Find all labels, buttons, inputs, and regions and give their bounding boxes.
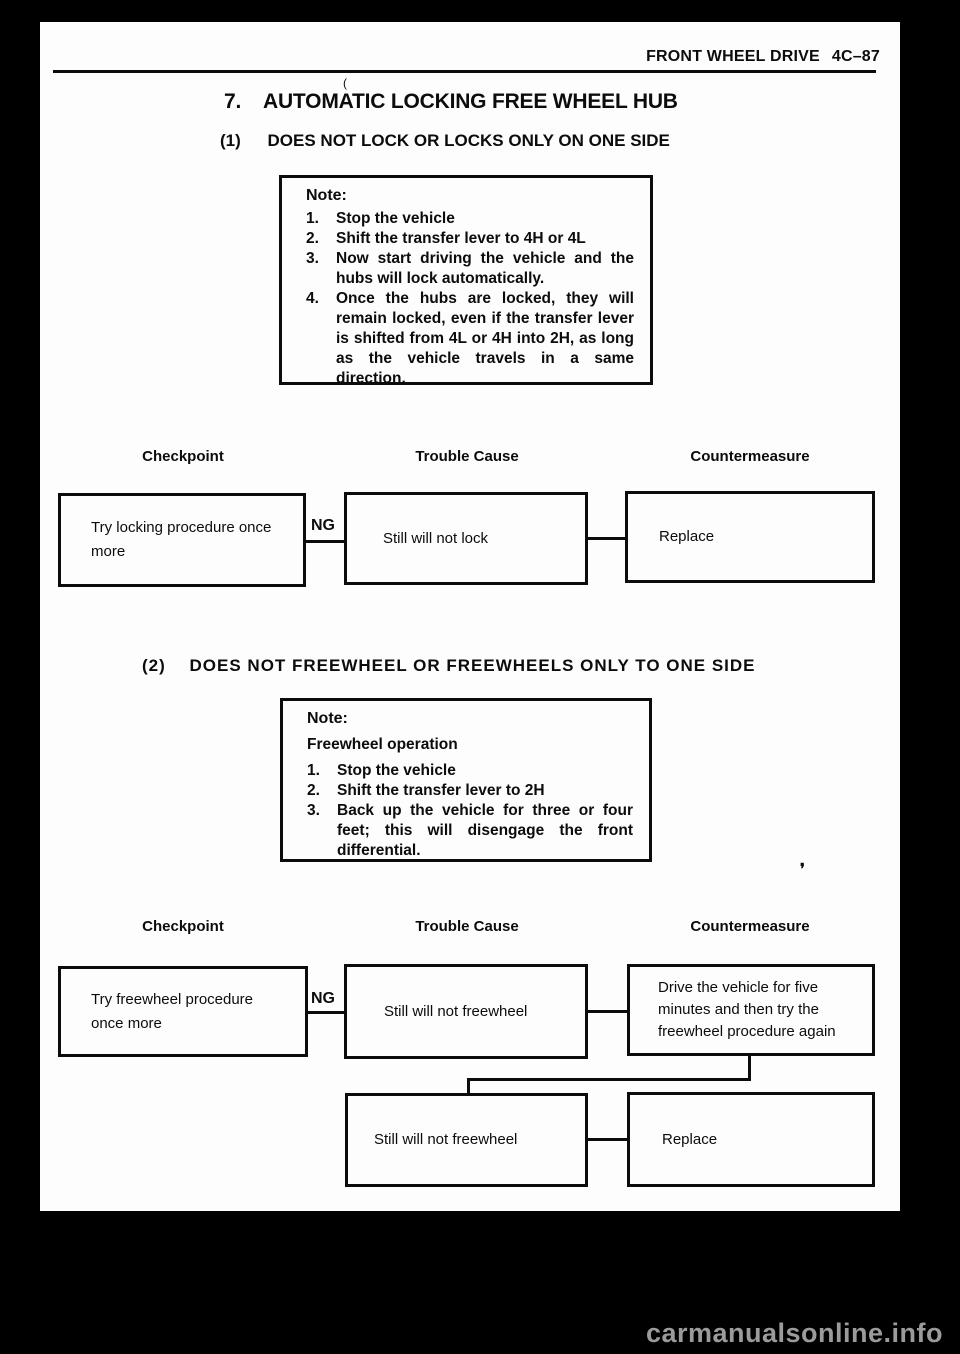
section2-number: (2) [142, 656, 166, 675]
flow1-column-trouble-cause: Trouble Cause [415, 448, 519, 465]
page-title-text: AUTOMATIC LOCKING FREE WHEEL HUB [263, 90, 678, 113]
note1-item-3-number: 3. [306, 250, 319, 267]
note1-item-1: 1. Stop the vehicle [306, 209, 636, 229]
note1-item-4-text: Once the hubs are locked, they will rema… [336, 290, 634, 387]
section2-heading-text: DOES NOT FREEWHEEL OR FREEWHEELS ONLY TO… [189, 656, 756, 675]
flow1-trouble-cause-box: Still will not lock [344, 492, 588, 585]
note2-item-1-number: 1. [307, 762, 320, 779]
flow2-trouble-cause-2-box: Still will not freewheel [345, 1093, 588, 1187]
running-header: FRONT WHEEL DRIVE 4C–87 [646, 48, 880, 66]
note2-item-3: 3. Back up the vehicle for three or four… [307, 801, 635, 861]
flow2-connector-cause-countermeasure [585, 1010, 630, 1013]
note-box-2: Note: Freewheel operation 1. Stop the ve… [280, 698, 652, 862]
flow2-countermeasure-2-box: Replace [627, 1092, 875, 1187]
note2-item-1: 1. Stop the vehicle [307, 761, 635, 781]
note2-item-3-number: 3. [307, 802, 320, 819]
note1-item-1-text: Stop the vehicle [336, 210, 455, 227]
section1-heading-text: DOES NOT LOCK OR LOCKS ONLY ON ONE SIDE [267, 131, 670, 150]
flow2-connector-down-stub [748, 1055, 751, 1081]
section2-heading: (2) DOES NOT FREEWHEEL OR FREEWHEELS ONL… [142, 656, 756, 676]
flow1-checkpoint-box: Try locking procedure once more [58, 493, 306, 587]
flow1-connector-cause-countermeasure [585, 537, 628, 540]
note2-subtitle: Freewheel operation [307, 736, 458, 753]
flow2-trouble-cause-text: Still will not freewheel [384, 1002, 528, 1020]
flow2-checkpoint-box: Try freewheel procedure once more [58, 966, 308, 1057]
flow1-countermeasure-box: Replace [625, 491, 875, 583]
note2-item-1-text: Stop the vehicle [337, 762, 456, 779]
flow1-connector-ng [303, 540, 347, 543]
manual-page: FRONT WHEEL DRIVE 4C–87 ( 7. AUTOMATIC LOC… [40, 22, 900, 1211]
flow1-column-checkpoint: Checkpoint [142, 448, 224, 465]
page-number: 4C–87 [831, 48, 880, 65]
note1-item-2-number: 2. [306, 230, 319, 247]
flow1-countermeasure-text: Replace [659, 528, 715, 545]
section1-heading: (1) DOES NOT LOCK OR LOCKS ONLY ON ONE S… [220, 131, 670, 151]
note-box-1: Note: 1. Stop the vehicle 2. Shift the t… [279, 175, 653, 387]
flow2-countermeasure-text: Drive the vehicle for five minutes and t… [658, 979, 836, 1040]
flow2-checkpoint-text: Try freewheel procedure once more [91, 990, 254, 1032]
note1-item-3: 3. Now start driving the vehicle and the… [306, 249, 636, 289]
note1-item-3-text: Now start driving the vehicle and the hu… [336, 250, 634, 287]
note1-item-2-text: Shift the transfer lever to 4H or 4L [336, 230, 586, 247]
page-title-number: 7. [224, 90, 242, 113]
scan-artifact-mid: ❜ [800, 861, 805, 878]
flow2-column-countermeasure: Countermeasure [690, 918, 810, 935]
flow2-column-trouble-cause: Trouble Cause [415, 918, 519, 935]
note1-item-4-number: 4. [306, 290, 319, 307]
scan-artifact-top: ( [343, 76, 347, 90]
watermark: carmanualsonline.info [645, 1318, 943, 1348]
note2-item-2-text: Shift the transfer lever to 2H [337, 782, 545, 799]
note2-item-2-number: 2. [307, 782, 320, 799]
header-rule [53, 70, 876, 73]
note1-item-2: 2. Shift the transfer lever to 4H or 4L [306, 229, 636, 249]
flow2-countermeasure-2-text: Replace [662, 1130, 718, 1148]
flow2-connector-horizontal [467, 1078, 751, 1081]
note2-item-3-text: Back up the vehicle for three or four fe… [337, 802, 633, 859]
note1-label: Note: [306, 187, 347, 204]
flow2-trouble-cause-2-text: Still will not freewheel [374, 1131, 518, 1148]
note2-label: Note: [307, 710, 348, 727]
flow2-column-checkpoint: Checkpoint [142, 918, 224, 935]
flow1-trouble-cause-text: Still will not lock [383, 529, 489, 547]
note1-item-4: 4. Once the hubs are locked, they will r… [306, 289, 636, 389]
note2-item-2: 2. Shift the transfer lever to 2H [307, 781, 635, 801]
flow2-connector-row2 [585, 1138, 630, 1141]
flow1-checkpoint-text: Try locking procedure once more [91, 519, 272, 560]
flow2-connector-ng [305, 1011, 347, 1014]
section1-number: (1) [220, 131, 241, 150]
ng-label: NG [311, 990, 335, 1007]
flow1-column-countermeasure: Countermeasure [690, 448, 810, 465]
flow2-countermeasure-box: Drive the vehicle for five minutes and t… [627, 964, 875, 1056]
running-header-title: FRONT WHEEL DRIVE [646, 48, 820, 65]
flow2-trouble-cause-box: Still will not freewheel [344, 964, 588, 1059]
page-title: 7. AUTOMATIC LOCKING FREE WHEEL HUB [224, 90, 678, 114]
flow2-connector-drop-stub [467, 1078, 470, 1096]
ng-label: NG [311, 517, 335, 534]
note1-item-1-number: 1. [306, 210, 319, 227]
